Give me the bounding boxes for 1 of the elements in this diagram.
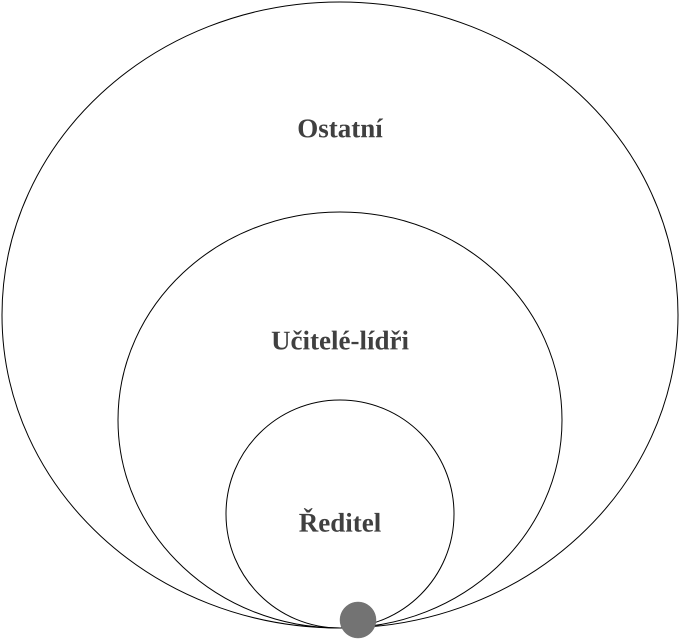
dot [340, 602, 376, 638]
